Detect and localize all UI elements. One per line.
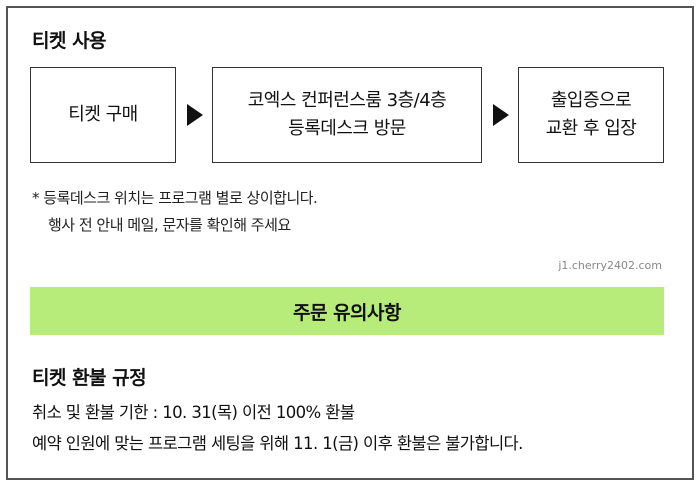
arrow-right-icon <box>187 104 203 126</box>
step-registration-box: 코엑스 컨퍼런스룸 3층/4층 등록데스크 방문 <box>212 67 482 163</box>
step-label: 교환 후 입장 <box>545 118 637 139</box>
arrow-right-icon <box>493 104 509 126</box>
step-entry-box: 출입증으로 교환 후 입장 <box>518 67 664 163</box>
step-label: 티켓 구매 <box>68 104 138 125</box>
banner-label: 주문 유의사항 <box>293 301 402 324</box>
note-line: * 등록데스크 위치는 프로그램 별로 상이합니다. <box>32 189 318 207</box>
watermark: j1.cherry2402.com <box>558 259 662 272</box>
refund-policy-text: 취소 및 환불 기한 : 10. 31(목) 이전 100% 환불 예약 인원에… <box>32 397 523 459</box>
step-purchase-box: 티켓 구매 <box>30 67 176 163</box>
refund-line: 취소 및 환불 기한 : 10. 31(목) 이전 100% 환불 <box>32 403 355 422</box>
registration-note: * 등록데스크 위치는 프로그램 별로 상이합니다. 행사 전 안내 메일, 문… <box>32 185 318 239</box>
step-label: 코엑스 컨퍼런스룸 3층/4층 <box>247 90 447 111</box>
ticket-use-title: 티켓 사용 <box>32 30 107 52</box>
refund-policy-title: 티켓 환불 규정 <box>32 367 147 389</box>
step-label: 등록데스크 방문 <box>288 118 406 139</box>
note-line: 행사 전 안내 메일, 문자를 확인해 주세요 <box>48 216 291 234</box>
step-label: 출입증으로 <box>550 90 632 111</box>
refund-line: 예약 인원에 맞는 프로그램 세팅을 위해 11. 1(금) 이후 환불은 불가… <box>32 434 523 453</box>
order-notice-banner: 주문 유의사항 <box>30 287 664 335</box>
